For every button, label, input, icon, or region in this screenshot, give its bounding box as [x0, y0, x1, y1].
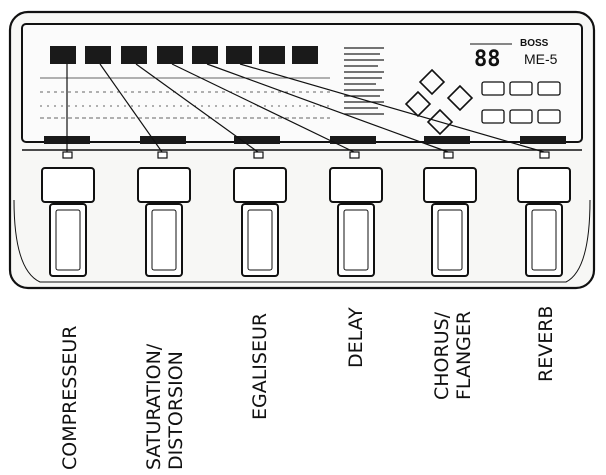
- leader-lines: [66, 63, 545, 153]
- knob-2[interactable]: [85, 46, 111, 64]
- pedal-led-delay: [349, 151, 360, 159]
- knob-row: [50, 46, 318, 64]
- function-button-3[interactable]: [537, 81, 561, 96]
- pedal-reverb[interactable]: [517, 167, 571, 277]
- label-egaliseur: EGALISEUR: [249, 313, 271, 420]
- label-saturation-line1: SATURATION/: [143, 343, 165, 470]
- pedal-led-reverb: [539, 151, 550, 159]
- function-button-4[interactable]: [481, 109, 505, 124]
- section-bar-6: [520, 136, 566, 144]
- pedal-chorus[interactable]: [423, 167, 477, 277]
- knob-8[interactable]: [292, 46, 318, 64]
- pedal-saturation[interactable]: [137, 167, 191, 277]
- section-bar-3: [234, 136, 280, 144]
- function-button-1[interactable]: [481, 81, 505, 96]
- label-reverb-line1: REVERB: [535, 306, 557, 382]
- section-bar-2: [140, 136, 186, 144]
- pedal-led-egaliseur: [253, 151, 264, 159]
- label-chorus-line2: FLANGER: [453, 311, 475, 400]
- function-button-5[interactable]: [509, 109, 533, 124]
- pad-up-button[interactable]: [418, 68, 446, 96]
- function-buttons: [481, 81, 561, 124]
- brand-logo: BOSS: [520, 38, 549, 49]
- label-reverb: REVERB: [535, 306, 557, 382]
- panel-print: [40, 77, 330, 119]
- knob-5[interactable]: [192, 46, 218, 64]
- pedal-led-chorus: [443, 151, 454, 159]
- section-bar-4: [330, 136, 376, 144]
- label-chorus-line1: CHORUS/: [431, 311, 453, 400]
- body-bevel: [13, 199, 591, 283]
- knob-4[interactable]: [157, 46, 183, 64]
- label-compresseur: COMPRESSEUR: [59, 325, 81, 470]
- pad-right-button[interactable]: [446, 84, 474, 112]
- pedal-led-saturation: [157, 151, 168, 159]
- pedal-compresseur[interactable]: [41, 167, 95, 277]
- label-compresseur-line1: COMPRESSEUR: [59, 325, 81, 470]
- section-bar-5: [424, 136, 470, 144]
- foot-pedals: [41, 167, 571, 277]
- label-egaliseur-line1: EGALISEUR: [249, 313, 271, 420]
- function-button-6[interactable]: [537, 109, 561, 124]
- function-button-2[interactable]: [509, 81, 533, 96]
- fine-print-column: [344, 47, 384, 115]
- label-chorus: CHORUS/ FLANGER: [431, 311, 475, 400]
- label-saturation: SATURATION/ DISTORSION: [143, 343, 187, 470]
- label-saturation-line2: DISTORSION: [165, 351, 187, 470]
- pedal-egaliseur[interactable]: [233, 167, 287, 277]
- knob-7[interactable]: [259, 46, 285, 64]
- knob-3[interactable]: [121, 46, 147, 64]
- pedal-leds: [62, 151, 550, 159]
- knob-1[interactable]: [50, 46, 76, 64]
- model-name: ME-5: [524, 51, 558, 67]
- pad-down-button[interactable]: [426, 108, 454, 136]
- label-delay-line1: DELAY: [345, 307, 367, 368]
- effect-labels: COMPRESSEUR SATURATION/ DISTORSION EGALI…: [59, 306, 557, 470]
- label-delay: DELAY: [345, 307, 367, 368]
- pedal-delay[interactable]: [329, 167, 383, 277]
- knob-6[interactable]: [226, 46, 252, 64]
- pedal-led-compresseur: [62, 151, 73, 159]
- led-display: 88: [474, 47, 501, 72]
- direction-pad: [404, 68, 474, 136]
